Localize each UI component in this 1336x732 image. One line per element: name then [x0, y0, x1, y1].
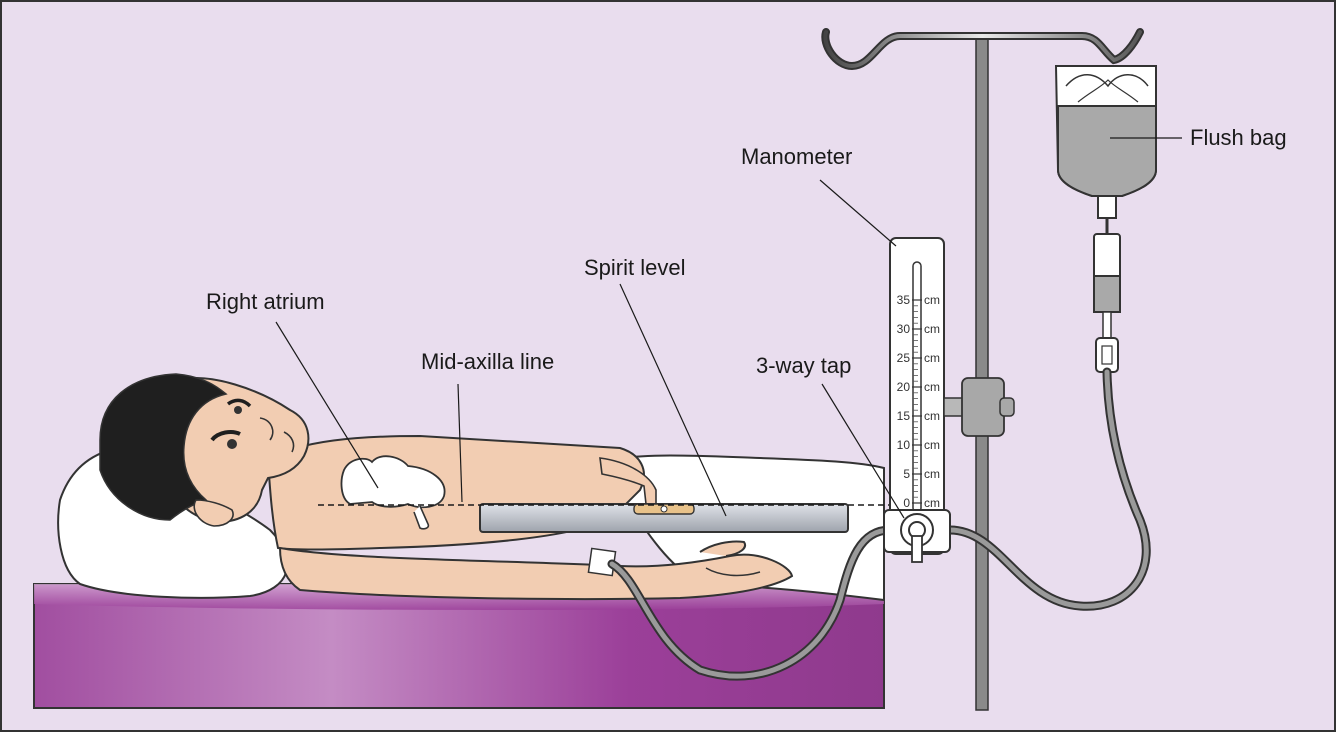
leader-lines: [275, 137, 1182, 519]
pole-clamp: [943, 377, 1015, 437]
three-way-tap: [883, 509, 951, 563]
manometer-tick-unit: cm: [924, 293, 940, 307]
mattress: [33, 583, 885, 709]
manometer-tick-unit: cm: [924, 409, 940, 423]
manometer: 35 cm 30 cm 25 cm 20 cm 15 cm 10 cm 5 cm 0 cm: [889, 237, 945, 555]
label-three-way-tap: 3-way tap: [756, 353, 851, 378]
drip-chamber: [1093, 233, 1121, 373]
manometer-tick-value: 35: [897, 293, 911, 307]
heart: [340, 455, 446, 509]
manometer-tick-value: 0: [903, 496, 910, 510]
manometer-tick-unit: cm: [924, 322, 940, 336]
manometer-tick-unit: cm: [924, 467, 940, 481]
manometer-tick-unit: cm: [924, 380, 940, 394]
label-flush-bag: Flush bag: [1190, 125, 1287, 150]
label-manometer: Manometer: [741, 144, 852, 169]
manometer-tick-value: 25: [897, 351, 911, 365]
manometer-tick-value: 5: [903, 467, 910, 481]
manometer-tick-unit: cm: [924, 438, 940, 452]
manometer-tick-value: 20: [897, 380, 911, 394]
manometer-tick-value: 15: [897, 409, 911, 423]
label-mid-axilla-line: Mid-axilla line: [421, 349, 554, 374]
manometer-tick-unit: cm: [924, 351, 940, 365]
flush-bag: [1054, 65, 1157, 234]
hair: [99, 373, 228, 521]
manometer-tick-value: 10: [897, 438, 911, 452]
manometer-scale: 35 cm 30 cm 25 cm 20 cm 15 cm 10 cm 5 cm 0 cm: [897, 293, 940, 510]
manometer-tick-value: 30: [897, 322, 911, 336]
spirit-level: [479, 503, 849, 533]
manometer-tick-unit: cm: [924, 496, 940, 510]
patient: [57, 373, 794, 601]
label-right-atrium: Right atrium: [206, 289, 325, 314]
label-spirit-level: Spirit level: [584, 255, 685, 280]
